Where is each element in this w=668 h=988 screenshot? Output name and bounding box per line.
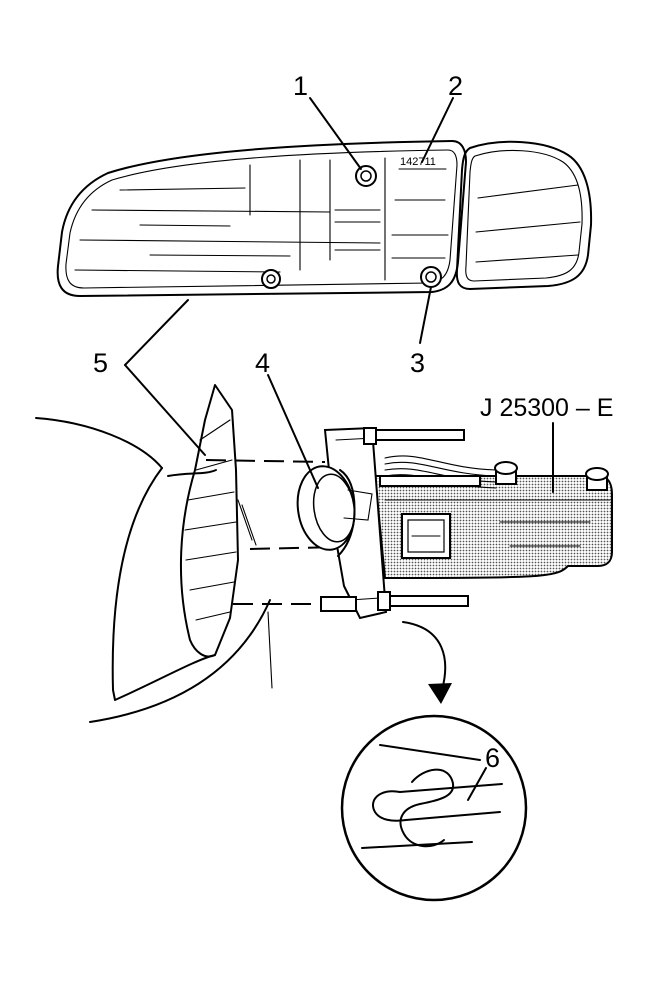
tool-label: J 25300 – E (480, 394, 613, 422)
tool-knob-left (494, 461, 518, 485)
leader-1 (309, 97, 362, 170)
vehicle-front-fender (35, 384, 273, 723)
fender-edge (167, 469, 217, 477)
headlamp-installed-outline (179, 384, 239, 658)
callout-3: 3 (410, 348, 425, 378)
detail-circle (340, 714, 528, 902)
tool-suction-cup (296, 465, 373, 557)
lamp-part-number: 142711 (400, 156, 436, 168)
detail-arrow (402, 621, 447, 691)
callout-6: 6 (485, 743, 500, 773)
vertical-adjuster-screw (355, 165, 377, 187)
side-marker-lamp-inner (465, 149, 583, 282)
aiming-tool (296, 426, 613, 620)
installed-lamp-ribs (184, 419, 257, 621)
detail-pin (372, 790, 501, 822)
fender-lower-curve (89, 599, 271, 723)
headlamp-assembly: 142711 (56, 140, 593, 297)
leader-2 (421, 97, 454, 163)
headlamp-bezel (111, 467, 216, 701)
callout-5: 5 (93, 348, 108, 378)
mounting-screw (261, 269, 281, 289)
leader-3 (419, 286, 432, 344)
horizontal-adjuster-screw (420, 266, 442, 288)
leader-6 (467, 767, 487, 801)
leader-5a (124, 299, 189, 366)
side-marker-lamp (455, 140, 593, 290)
leader-5b (124, 364, 206, 456)
lens-ribs (74, 157, 449, 281)
tool-adjusting-rods (320, 427, 481, 612)
fender-outer-curve (35, 417, 163, 469)
detail-clip (399, 768, 455, 848)
side-marker-ribs (475, 184, 581, 263)
detail-view (340, 714, 528, 902)
callout-4: 4 (255, 348, 270, 378)
detail-arrowhead (428, 683, 452, 704)
callout-1: 1 (293, 71, 308, 101)
leader-4 (267, 374, 319, 489)
tool-knob-right (585, 467, 609, 491)
callout-2: 2 (448, 71, 463, 101)
headlamp-lens-inner (65, 149, 458, 289)
